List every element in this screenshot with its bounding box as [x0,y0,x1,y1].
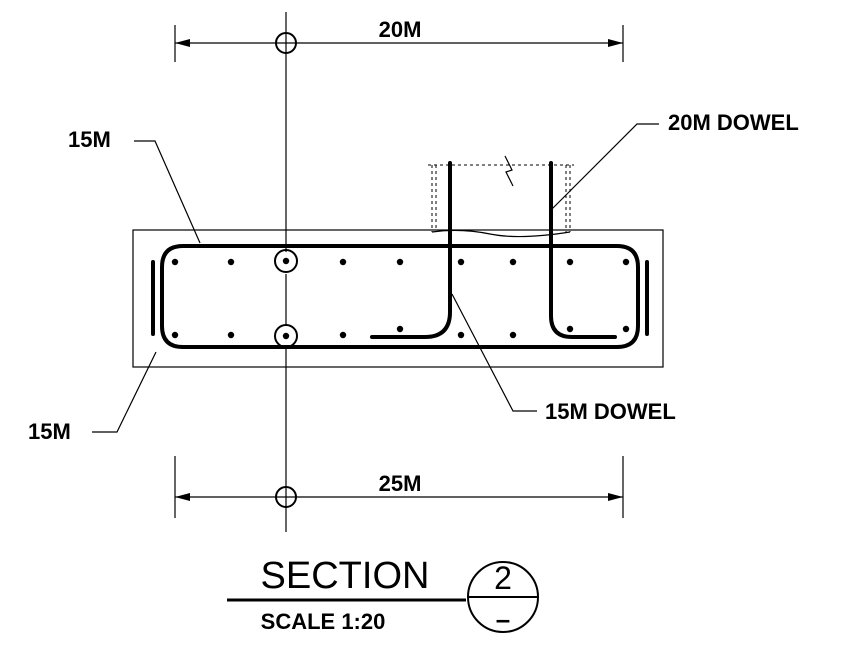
scale-label: SCALE 1:20 [261,609,386,634]
callout-20m-dowel-label: 20M DOWEL [668,110,799,135]
callout-15m-bottom-label: 15M [28,419,71,444]
stirrup-15m [160,244,640,349]
callout-15m-top-label: 15M [68,127,111,152]
callout-15m-dowel: 15M DOWEL [451,293,676,424]
longitudinal-bars [171,258,630,339]
bottom-dimension: 25M [174,456,624,518]
section-title: SECTION [261,555,430,597]
beam-outline [132,229,664,368]
dowel-15m [370,161,452,339]
bottom-dimension-label: 25M [379,471,422,496]
sheet-reference: – [496,604,510,634]
callout-15m-bottom: 15M [28,351,157,444]
callout-15m-top: 15M [68,127,201,244]
callout-15m-dowel-label: 15M DOWEL [545,399,676,424]
top-dimension: 20M [174,17,624,62]
grid-bars [274,249,298,348]
top-dimension-label: 20M [379,17,422,42]
section-title-block: SECTION SCALE 1:20 2 – [227,555,539,634]
dowel-20m [549,161,617,339]
callout-20m-dowel: 20M DOWEL [550,110,799,211]
section-number: 2 [494,560,512,596]
